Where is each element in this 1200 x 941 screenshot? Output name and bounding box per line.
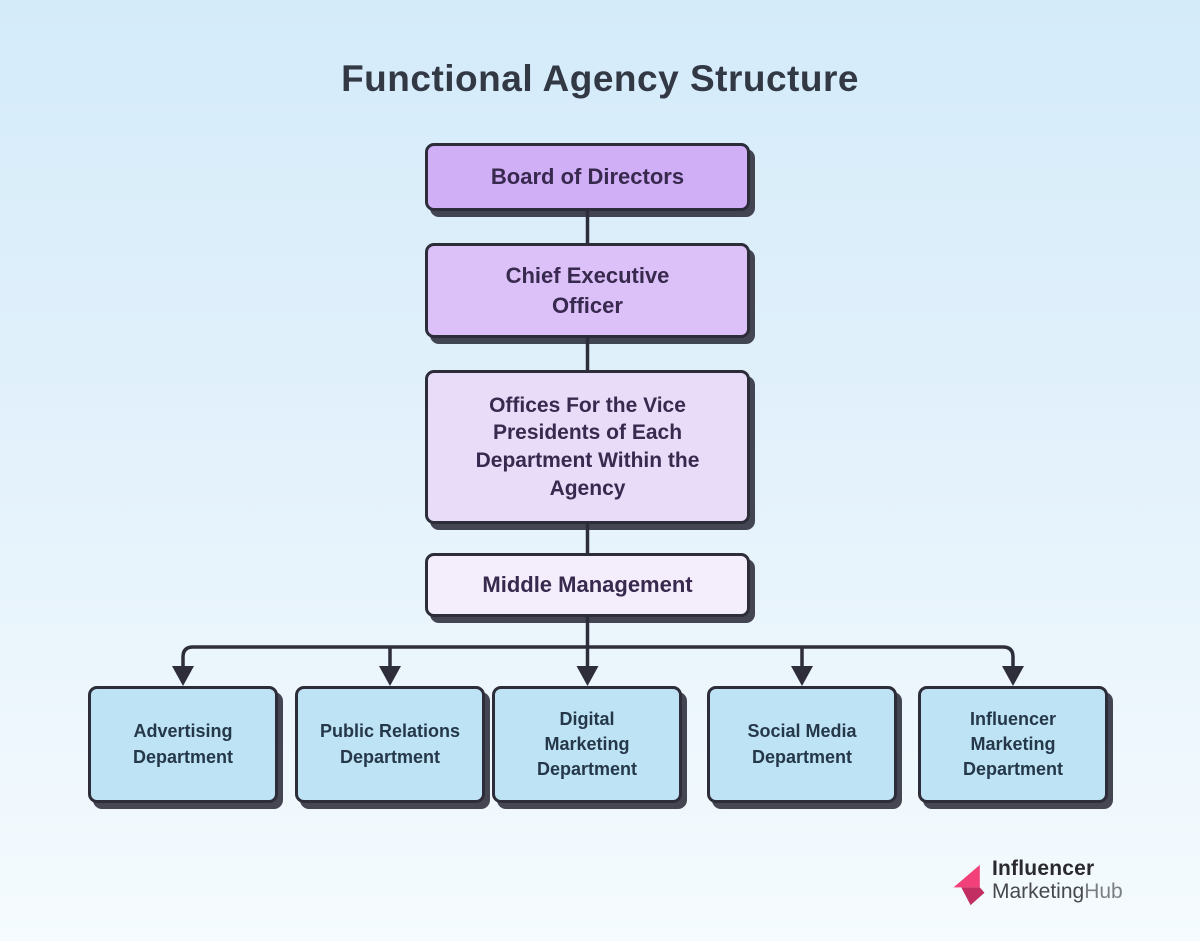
arrowhead-social-media-icon <box>791 666 813 686</box>
arrowhead-influencer-marketing-icon <box>1002 666 1024 686</box>
node-influencer-marketing-department: Influencer Marketing Department <box>918 686 1108 803</box>
node-label: Middle Management <box>482 572 693 598</box>
arrowhead-advertising-icon <box>172 666 194 686</box>
node-label: Digital Marketing Department <box>536 708 638 780</box>
logo-arrow-icon <box>953 864 985 906</box>
node-public-relations-department: Public Relations Department <box>295 686 485 803</box>
logo-text: Influencer MarketingHub <box>992 857 1123 904</box>
node-label: Public Relations Department <box>319 721 461 767</box>
node-label: Influencer Marketing Department <box>962 708 1064 780</box>
node-label: Advertising Department <box>132 721 234 767</box>
node-label: Chief Executive Officer <box>505 263 670 318</box>
node-social-media-department: Social Media Department <box>707 686 897 803</box>
arrowhead-digital-marketing-icon <box>576 666 599 686</box>
node-digital-marketing-department: Digital Marketing Department <box>492 686 682 803</box>
node-vice-president-offices: Offices For the Vice Presidents of Each … <box>425 370 750 524</box>
page-title: Functional Agency Structure <box>341 58 859 99</box>
logo-hub-text: Hub <box>1084 879 1123 903</box>
node-middle-management: Middle Management <box>425 553 750 617</box>
node-chief-executive-officer: Chief Executive Officer <box>425 243 750 338</box>
node-label: Social Media Department <box>747 721 857 767</box>
node-board-of-directors: Board of Directors <box>425 143 750 211</box>
node-label: Offices For the Vice Presidents of Each … <box>475 393 700 500</box>
arrowhead-public-relations-icon <box>379 666 401 686</box>
logo-line2: MarketingHub <box>992 879 1123 904</box>
node-advertising-department: Advertising Department <box>88 686 278 803</box>
influencer-marketinghub-logo: Influencer MarketingHub <box>952 857 1123 908</box>
connector-branch-rail <box>181 645 1015 669</box>
node-label: Board of Directors <box>490 164 685 190</box>
logo-marketing-text: Marketing <box>992 879 1085 903</box>
logo-line1: Influencer <box>992 857 1095 880</box>
